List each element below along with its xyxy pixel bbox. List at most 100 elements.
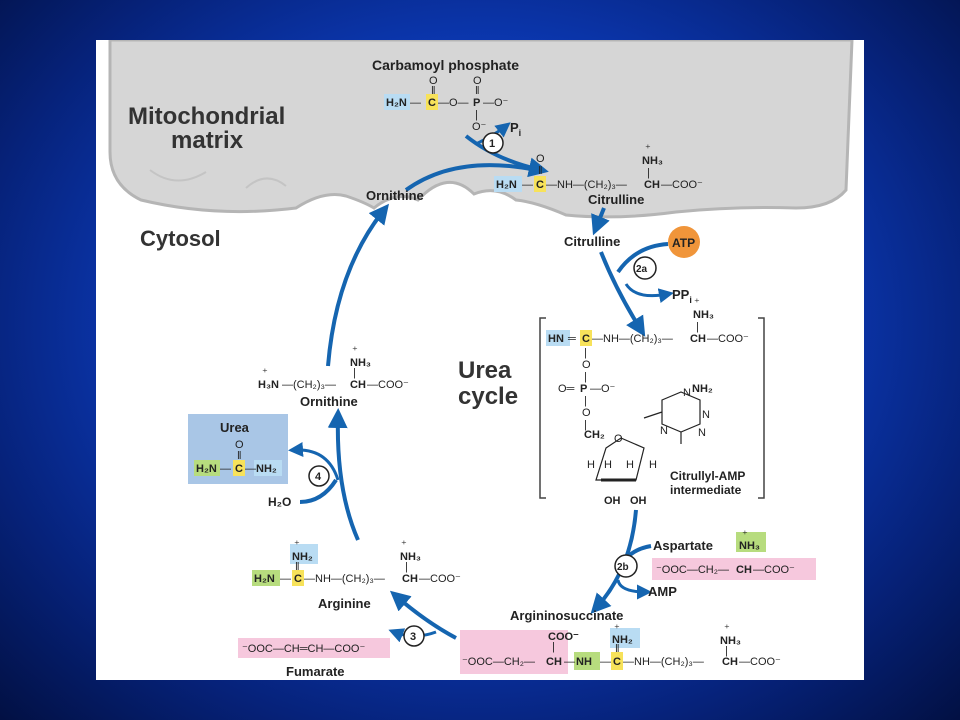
step-2a-marker xyxy=(633,256,657,280)
carbamoyl-phosphate-structure: Carbamoyl phosphate H₂N— C—O— P—O⁻ O‖ O‖… xyxy=(372,57,519,133)
urea-box: Urea H₂N— C— NH₂ O‖ xyxy=(188,414,288,484)
svg-text:NH₃: NH₃ xyxy=(693,309,714,321)
svg-text:OH: OH xyxy=(630,495,647,507)
svg-text:C: C xyxy=(582,333,590,345)
ornithine-cytosol-structure: H₃N⁺ —(CH₂)₃— CH—COO⁻ ⁺NH₃| xyxy=(258,345,409,391)
svg-text:O⁻: O⁻ xyxy=(472,121,487,133)
svg-text:HN: HN xyxy=(548,333,564,345)
mitochondrial-membrane xyxy=(108,40,854,219)
urea-cycle-label: Urea xyxy=(458,357,512,384)
svg-text:OH: OH xyxy=(604,495,621,507)
svg-text:—O⁻: —O⁻ xyxy=(483,97,509,109)
svg-text:C: C xyxy=(536,179,544,191)
svg-text:—: — xyxy=(245,463,256,475)
arrow-ornithine-into-step-1 xyxy=(404,163,537,192)
svg-text:|: | xyxy=(552,641,555,653)
argininosuccinate-structure: COO⁻| ⁻OOC—CH₂— CH— NH— C —NH—(CH₂)₃— CH… xyxy=(460,623,781,674)
svg-text:CH: CH xyxy=(736,564,752,576)
step-1-marker xyxy=(482,132,504,154)
arrow-step-2a xyxy=(599,251,646,337)
citrulline-matrix-structure: H₂N— C —NH—(CH₂)₃— CH—COO⁻ O‖ ⁺NH₃| Citr… xyxy=(494,143,703,207)
arrow-water-input xyxy=(299,478,338,504)
svg-text:CH₂: CH₂ xyxy=(584,429,605,441)
svg-text:H₂N: H₂N xyxy=(386,97,407,109)
aspartate-structure: ⁺NH₃ ⁻OOC—CH₂— CH—COO⁻ xyxy=(652,529,816,580)
svg-text:P: P xyxy=(580,383,587,395)
svg-text:⁻OOC—CH₂—: ⁻OOC—CH₂— xyxy=(656,564,729,576)
svg-text:⁺: ⁺ xyxy=(352,345,358,357)
svg-text:N: N xyxy=(683,387,691,399)
svg-text:O: O xyxy=(582,407,591,419)
svg-text:‖: ‖ xyxy=(431,85,436,97)
amp-label: AMP xyxy=(648,584,677,599)
svg-text:NH₃: NH₃ xyxy=(720,635,741,647)
svg-text:—NH—(CH₂)₃—: —NH—(CH₂)₃— xyxy=(592,333,673,345)
urea-label: Urea xyxy=(220,420,250,435)
svg-text:C: C xyxy=(428,97,436,109)
svg-text:CH: CH xyxy=(402,573,418,585)
svg-text:O: O xyxy=(235,439,244,451)
svg-text:⁺: ⁺ xyxy=(614,623,620,635)
svg-text:NH₂: NH₂ xyxy=(292,551,313,563)
ppi-label: PPi xyxy=(672,287,692,305)
svg-text:NH: NH xyxy=(576,656,592,668)
svg-text:N: N xyxy=(660,425,668,437)
arrow-step-4 xyxy=(327,408,360,541)
svg-text:N: N xyxy=(702,409,710,421)
svg-text:COO⁻: COO⁻ xyxy=(548,631,579,643)
urea-cycle-label-2: cycle xyxy=(458,383,518,410)
svg-text:⁺: ⁺ xyxy=(645,143,651,155)
svg-text:|: | xyxy=(584,395,587,407)
svg-text:CH: CH xyxy=(722,656,738,668)
svg-text:⁺: ⁺ xyxy=(724,623,730,635)
svg-text:—: — xyxy=(600,656,611,668)
svg-text:H: H xyxy=(626,459,634,471)
svg-text:H₂N: H₂N xyxy=(254,573,275,585)
svg-text:CH: CH xyxy=(350,379,366,391)
svg-text:—COO⁻: —COO⁻ xyxy=(367,379,409,391)
step-3-marker xyxy=(403,625,425,647)
urea-cycle-diagram: Mitochondrial matrix Cytosol Urea cycle … xyxy=(108,40,854,679)
svg-text:—COO⁻: —COO⁻ xyxy=(661,179,703,191)
svg-text:CH: CH xyxy=(690,333,706,345)
citrulline-cytosol-label: Citrulline xyxy=(564,234,620,249)
cytosol-label: Cytosol xyxy=(140,226,221,251)
fumarate-structure: ⁻OOC—CH═CH—COO⁻ xyxy=(238,638,390,658)
svg-text:—COO⁻: —COO⁻ xyxy=(739,656,781,668)
step-2b-marker xyxy=(614,554,638,578)
svg-text:N: N xyxy=(698,427,706,439)
svg-text:—: — xyxy=(564,656,575,668)
svg-text:⁺: ⁺ xyxy=(294,539,300,551)
svg-text:C: C xyxy=(613,656,621,668)
svg-text:—O⁻: —O⁻ xyxy=(590,383,616,395)
svg-text:NH₃: NH₃ xyxy=(350,357,371,369)
svg-text:⁺: ⁺ xyxy=(742,529,748,541)
svg-text:O: O xyxy=(429,75,438,87)
water-label: H₂O xyxy=(268,495,291,509)
svg-text:O: O xyxy=(582,359,591,371)
step-3-label: 3 xyxy=(410,631,416,643)
svg-text:CH: CH xyxy=(546,656,562,668)
svg-text:O: O xyxy=(536,153,545,165)
step-2a-label: 2a xyxy=(636,264,648,275)
membrane-inner-folds xyxy=(149,169,287,189)
svg-text:NH₃: NH₃ xyxy=(739,540,760,552)
arrow-urea-release xyxy=(288,441,340,481)
arrow-atp-input xyxy=(616,242,669,274)
svg-text:NH₂: NH₂ xyxy=(692,383,713,395)
svg-text:—COO⁻: —COO⁻ xyxy=(419,573,461,585)
svg-text:H₂N: H₂N xyxy=(496,179,517,191)
svg-text:H₃N: H₃N xyxy=(258,379,279,391)
svg-text:NH₃: NH₃ xyxy=(642,155,663,167)
svg-text:NH₃: NH₃ xyxy=(400,551,421,563)
citrullyl-amp-label: Citrullyl-AMP xyxy=(670,469,745,483)
step-2b-label: 2b xyxy=(617,562,629,573)
svg-text:H: H xyxy=(649,459,657,471)
svg-text:O═: O═ xyxy=(558,383,575,395)
fumarate-label: Fumarate xyxy=(286,664,345,679)
mitochondrial-matrix-label-2: matrix xyxy=(171,127,244,154)
arginine-label: Arginine xyxy=(318,596,371,611)
arrow-amp-release xyxy=(616,579,652,600)
svg-text:|: | xyxy=(584,371,587,383)
svg-text:—(CH₂)₃—: —(CH₂)₃— xyxy=(282,379,336,391)
